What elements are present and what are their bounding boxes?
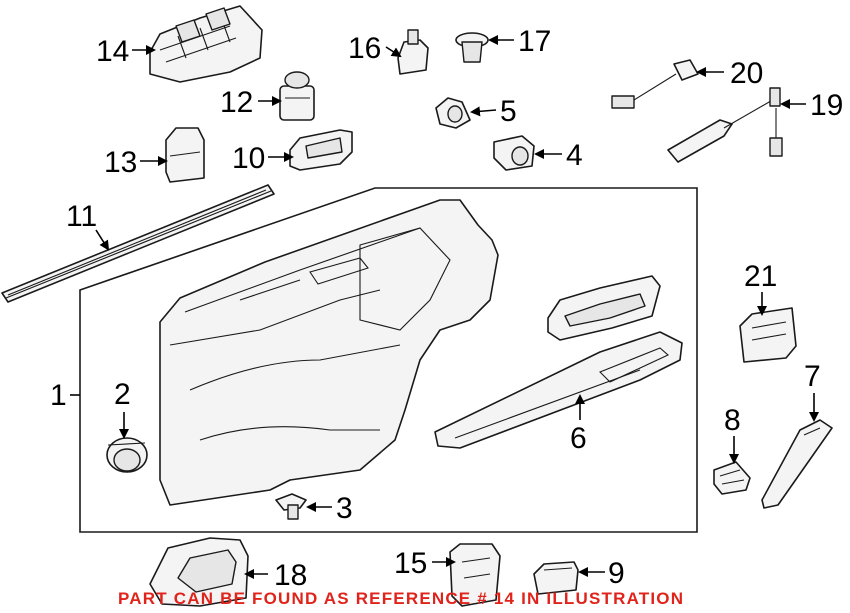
callout-5: 5 bbox=[500, 95, 517, 128]
callout-19: 19 bbox=[810, 89, 843, 122]
callout-3: 3 bbox=[336, 492, 353, 525]
callout-18: 18 bbox=[274, 559, 307, 592]
callout-17: 17 bbox=[518, 25, 551, 58]
callout-1: 1 bbox=[50, 379, 67, 412]
callout-8: 8 bbox=[724, 404, 741, 437]
callout-6: 6 bbox=[570, 422, 587, 455]
leader-5 bbox=[470, 106, 497, 117]
speaker-grille bbox=[106, 437, 148, 473]
connector-16 bbox=[397, 29, 429, 75]
leader-16 bbox=[385, 46, 402, 58]
callout-7: 7 bbox=[804, 360, 821, 393]
clip-4 bbox=[493, 135, 535, 171]
callout-2: 2 bbox=[114, 378, 131, 411]
light-harness bbox=[667, 87, 783, 163]
fastener-5 bbox=[435, 97, 471, 129]
callout-9: 9 bbox=[608, 557, 625, 590]
pull-handle-trim bbox=[761, 419, 833, 509]
leader-11 bbox=[95, 229, 110, 251]
window-switch bbox=[165, 127, 205, 183]
callout-4: 4 bbox=[566, 139, 583, 172]
callout-21: 21 bbox=[744, 260, 777, 293]
callout-11: 11 bbox=[66, 200, 97, 233]
retaining-clip bbox=[275, 493, 307, 520]
window-seal-strip bbox=[1, 184, 275, 303]
foam-pad bbox=[713, 461, 751, 495]
armrest-trim bbox=[434, 331, 683, 449]
leader-lines bbox=[70, 35, 819, 579]
callout-labels: 1 2 3 4 5 6 7 8 9 10 11 12 13 14 15 16 1… bbox=[50, 25, 843, 592]
callout-13: 13 bbox=[104, 146, 137, 179]
callout-20: 20 bbox=[730, 57, 763, 90]
master-window-switch bbox=[149, 5, 263, 83]
inner-handle-bezel bbox=[547, 275, 661, 341]
control-module bbox=[739, 307, 797, 363]
door-panel-frame bbox=[79, 187, 698, 533]
wiring-pigtail bbox=[611, 59, 699, 109]
reference-note: PART CAN BE FOUND AS REFERENCE # 14 IN I… bbox=[118, 589, 684, 608]
callout-10: 10 bbox=[232, 142, 265, 175]
switch-housing bbox=[449, 543, 501, 607]
callout-16: 16 bbox=[348, 32, 381, 65]
callout-14: 14 bbox=[96, 35, 129, 68]
door-trim-panel bbox=[159, 199, 499, 506]
door-handle-bezel bbox=[289, 129, 353, 171]
door-pull-cup bbox=[149, 537, 249, 607]
callout-15: 15 bbox=[394, 547, 427, 580]
grommet bbox=[455, 32, 489, 63]
mirror-switch bbox=[279, 71, 315, 121]
callout-12: 12 bbox=[220, 86, 253, 119]
